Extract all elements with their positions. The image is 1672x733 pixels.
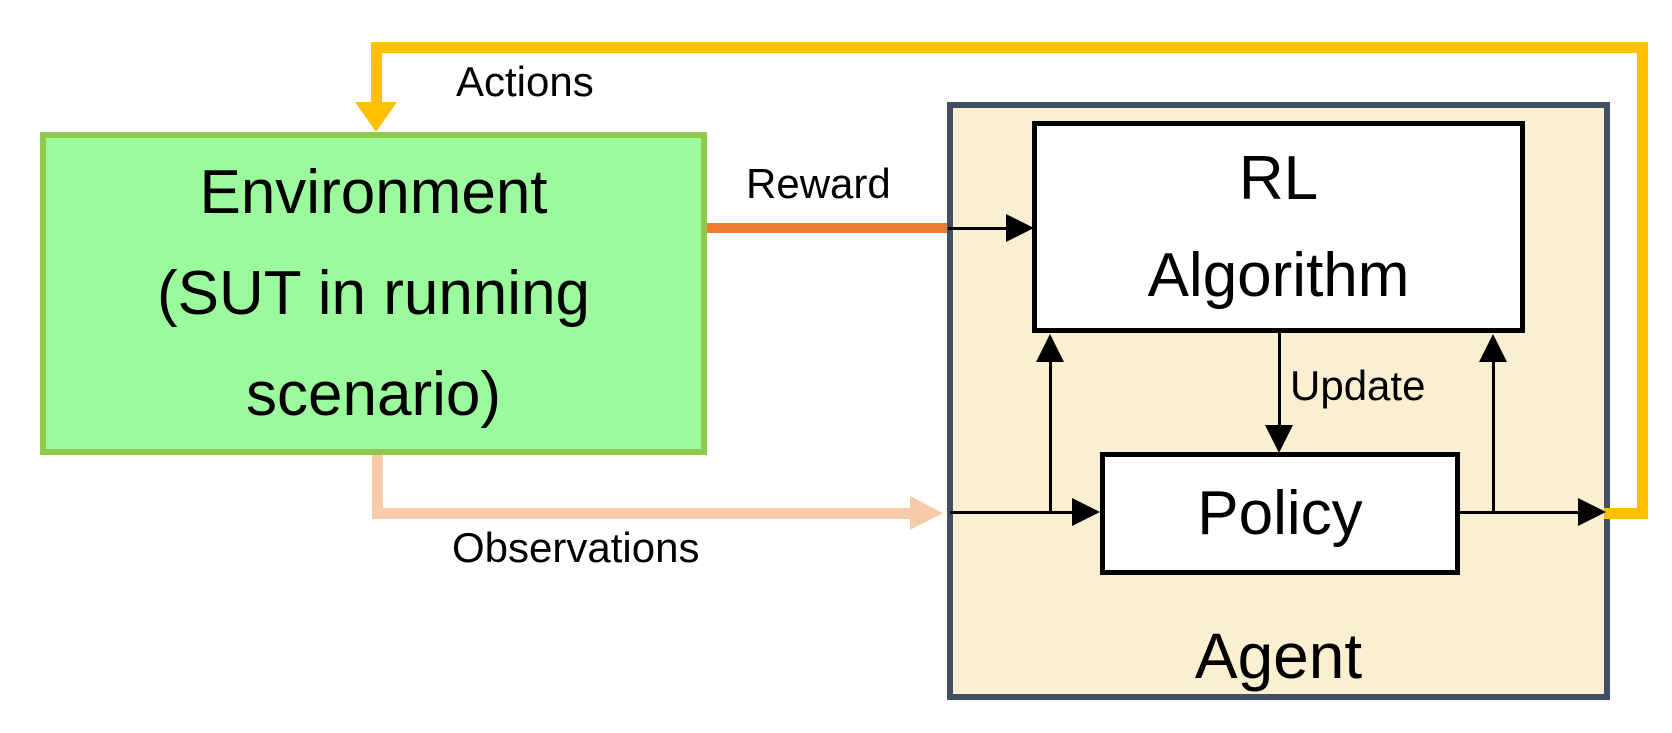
environment-label-line3: scenario) xyxy=(246,360,501,429)
observations-to-rl-arrowhead-icon xyxy=(1036,334,1064,362)
policy-box: Policy xyxy=(1100,452,1460,575)
observations-to-policy-arrowhead-icon xyxy=(1072,498,1100,526)
observations-to-rl-line xyxy=(1049,360,1052,513)
rl-algorithm-label-line1: RL xyxy=(1238,144,1319,213)
policy-label: Policy xyxy=(1197,479,1363,548)
observations-path-horizontal-segment xyxy=(372,508,912,519)
policy-output-line xyxy=(1460,511,1580,514)
update-arrowhead-icon xyxy=(1265,425,1293,453)
reward-arrowhead-icon xyxy=(1006,214,1034,242)
environment-label-line1: Environment xyxy=(199,158,548,227)
rl-algorithm-label-line2: Algorithm xyxy=(1147,241,1410,310)
update-label: Update xyxy=(1290,362,1426,409)
actions-arrowhead-icon xyxy=(355,102,397,132)
actions-path-top-segment xyxy=(371,42,1648,53)
observations-to-policy-line xyxy=(950,511,1074,514)
rl-algorithm-box: RL Algorithm xyxy=(1032,121,1525,333)
reward-line xyxy=(707,223,947,233)
agent-label: Agent xyxy=(1194,620,1363,692)
policy-to-rl-line xyxy=(1492,360,1495,513)
actions-path-bottom-stub xyxy=(1604,508,1648,519)
observations-label: Observations xyxy=(452,524,700,571)
reward-connector-line xyxy=(948,227,1008,230)
environment-label-line2: (SUT in running xyxy=(156,259,591,328)
policy-output-arrowhead-icon xyxy=(1578,498,1606,526)
reward-label: Reward xyxy=(746,160,891,207)
observations-path-vertical-segment xyxy=(372,455,383,519)
actions-path-right-segment xyxy=(1637,42,1648,519)
observations-arrowhead-icon xyxy=(910,496,943,530)
actions-path-left-segment xyxy=(371,42,382,104)
actions-label: Actions xyxy=(456,58,594,105)
update-line xyxy=(1278,333,1281,427)
environment-box: Environment (SUT in running scenario) xyxy=(40,132,707,455)
policy-to-rl-arrowhead-icon xyxy=(1479,334,1507,362)
